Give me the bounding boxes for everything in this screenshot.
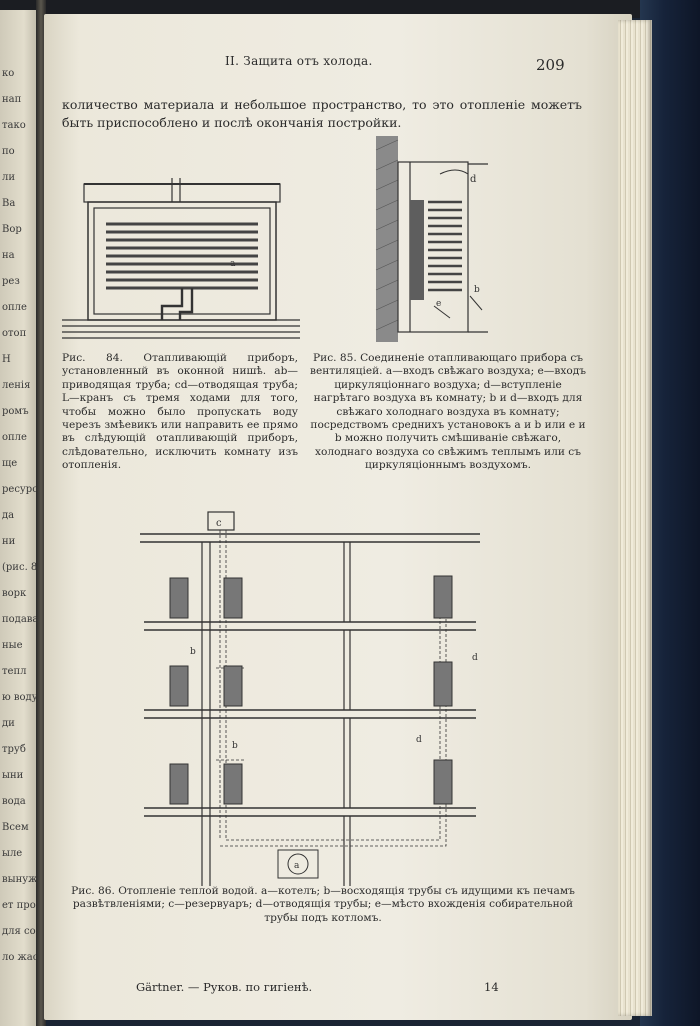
left-page-fragment: по [2, 146, 15, 157]
left-page-fragment: опле [2, 302, 27, 313]
fig85-label-e: e [436, 299, 441, 309]
fig86-label-b2: b [232, 741, 238, 751]
fig86-label-c: c [216, 518, 222, 529]
left-page-fragment: Н [2, 354, 11, 365]
page-number: 209 [536, 56, 565, 74]
background-top [0, 0, 700, 18]
left-page-fragment: ромъ [2, 406, 29, 417]
figure-84-caption: Рис. 84. Отапливающій приборъ, установле… [62, 352, 298, 472]
left-page-fragment: ли [2, 172, 16, 183]
figure-85-ventilation: d e b [375, 136, 488, 342]
left-page-fragment: вынуж [2, 874, 38, 885]
page-edges [618, 20, 652, 1016]
left-page-fragment: ко [2, 68, 15, 79]
right-page [44, 14, 632, 1020]
book-spine [36, 0, 46, 1026]
footer-sheet-number: 14 [484, 980, 499, 994]
left-page-fragment: тепл [2, 666, 27, 677]
left-page-fragment: опле [2, 432, 27, 443]
fig86-label-d1: d [472, 653, 478, 663]
left-page-fragment: отоп [2, 328, 27, 339]
left-page-fragment: ни [2, 536, 16, 547]
left-page-fragment: ворк [2, 588, 27, 599]
left-page-fragment: Ва [2, 198, 16, 209]
left-page-fragment: для соз [2, 926, 40, 937]
left-page-fragment: да [2, 510, 15, 521]
left-page-fragment: вода [2, 796, 26, 807]
left-page-fragment: на [2, 250, 15, 261]
running-header: II. Защита отъ холода. [225, 54, 373, 68]
fig86-label-a: a [294, 861, 300, 871]
fig86-label-d2: d [416, 735, 422, 745]
fig85-label-d: d [470, 174, 477, 185]
left-page-fragment: (рис. 8 [2, 562, 38, 573]
fig85-label-b: b [474, 285, 480, 295]
left-page-fragment: ди [2, 718, 15, 729]
left-page-fragment: рез [2, 276, 20, 287]
figure-84-radiator: a [62, 178, 300, 339]
left-page-fragment: нап [2, 94, 22, 105]
left-page-fragment: тако [2, 120, 26, 131]
left-page-fragment: Всем [2, 822, 29, 833]
figure-86-caption: Рис. 86. Отопленіе теплой водой. a—котел… [71, 885, 575, 924]
left-page-fragment: ленія [2, 380, 31, 391]
left-page-fragment: подава [2, 614, 39, 625]
figure-86-hot-water-heating: c a b b d d [140, 511, 480, 886]
left-page-fragment: ет про [2, 900, 36, 911]
left-page-fragment: ыле [2, 848, 23, 859]
left-page-fragment: труб [2, 744, 26, 755]
footer-signature: Gärtner. — Руков. по гигіенѣ. [136, 980, 313, 994]
left-page-fragment: ю воду [2, 692, 38, 703]
fig84-label-a: a [230, 259, 236, 269]
fig86-label-b1: b [190, 647, 196, 657]
intro-paragraph: количество материала и небольшое простра… [62, 97, 582, 130]
left-page-fragment: ло жас [2, 952, 39, 963]
left-page-fragment: ыни [2, 770, 24, 781]
left-page-fragment: ще [2, 458, 18, 469]
figure-85-caption: Рис. 85. Соединеніе отапливающаго прибор… [310, 352, 586, 472]
left-page-fragment: ные [2, 640, 23, 651]
left-page-fragment: Вор [2, 224, 22, 235]
left-page-fragment: ресурс [2, 484, 38, 495]
